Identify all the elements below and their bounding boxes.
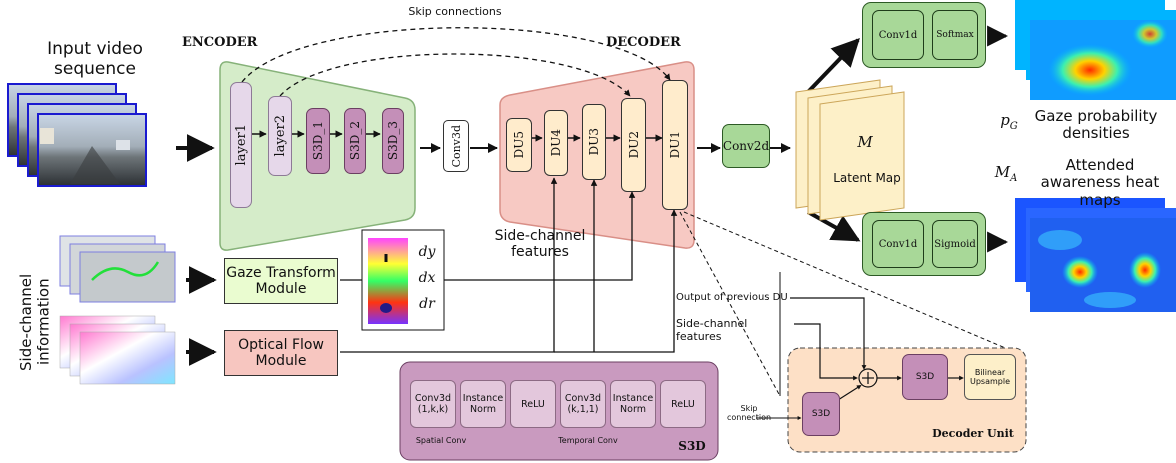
du3-label: DU3 <box>587 128 601 156</box>
side-channel-info-label: Side-channel information <box>17 273 53 371</box>
encoder-layer2: layer2 <box>268 96 292 176</box>
side-channel-features-small-label: Side-channel features <box>676 317 748 343</box>
latent-symbol: M <box>857 133 873 151</box>
conv3d-block: Conv3d <box>443 120 469 172</box>
decoder-title: DECODER <box>606 35 681 50</box>
conv2d-block: Conv2d <box>722 124 770 168</box>
awareness-head-conv1d: Conv1d <box>872 220 924 268</box>
gaze-side-channel-images <box>59 235 176 303</box>
s3d-conv3d-spatial: Conv3d (1,k,k) <box>410 380 456 428</box>
output-prev-du-label: Output of previous DU <box>676 292 788 303</box>
du5-label: DU5 <box>512 131 526 159</box>
du4-label: DU4 <box>549 129 563 157</box>
pg-symbol: pG <box>1000 111 1018 132</box>
decoder-du1: DU1 <box>662 80 688 210</box>
decoder-unit-title: Decoder Unit <box>932 427 1014 440</box>
side-channel-features-label: Side-channel features <box>494 228 586 261</box>
decoder-du4: DU4 <box>544 110 568 176</box>
decoder-du2: DU2 <box>621 98 646 192</box>
encoder-s3d-3-label: S3D_3 <box>386 121 400 161</box>
s3d-relu-1: ReLU <box>510 380 556 428</box>
encoder-s3d-2: S3D_2 <box>344 108 366 174</box>
decoder-du5: DU5 <box>506 118 532 172</box>
encoder-title: ENCODER <box>182 35 258 50</box>
skip-connection-small-label: Skip connection <box>726 404 772 423</box>
du1-label: DU1 <box>668 131 682 159</box>
decoder-du3: DU3 <box>582 104 606 180</box>
encoder-layer2-label: layer2 <box>272 115 288 157</box>
gaze-prob-label: Gaze probability densities <box>1034 107 1158 143</box>
s3d-panel-title: S3D <box>678 439 706 453</box>
decoder-unit-s3d-b: S3D <box>902 354 948 400</box>
gaze-head-softmax: Softmax <box>932 10 978 60</box>
s3d-conv3d-temporal: Conv3d (k,1,1) <box>560 380 606 428</box>
temporal-conv-label: Temporal Conv <box>558 436 618 445</box>
attended-awareness-heatmaps <box>1015 198 1176 312</box>
gaze-transform-module: Gaze Transform Module <box>224 258 338 304</box>
attended-awareness-label: Attended awareness heat maps <box>1040 156 1160 209</box>
optical-flow-module: Optical Flow Module <box>224 330 338 376</box>
input-video-frames <box>7 83 147 187</box>
encoder-s3d-1: S3D_1 <box>306 108 330 174</box>
s3d-instance-norm-1: Instance Norm <box>460 380 506 428</box>
ma-subscript: A <box>1010 173 1018 184</box>
dr-label: dr <box>419 296 435 312</box>
encoder-s3d-1-label: S3D_1 <box>311 121 325 161</box>
encoder-s3d-3: S3D_3 <box>382 108 404 174</box>
optical-flow-images <box>59 315 176 385</box>
decoder-unit-bilinear: Bilinear Upsample <box>964 354 1016 400</box>
latent-map-stack <box>795 79 905 221</box>
dx-label: dx <box>418 270 436 286</box>
pg-subscript: G <box>1009 121 1018 132</box>
awareness-head-sigmoid: Sigmoid <box>932 220 978 268</box>
s3d-instance-norm-2: Instance Norm <box>610 380 656 428</box>
ma-symbol: MA <box>994 163 1018 184</box>
conv3d-label: Conv3d <box>449 124 463 168</box>
spatial-conv-label: Spatial Conv <box>415 436 467 445</box>
skip-connections-label: Skip connections <box>408 5 502 18</box>
latent-map-label: Latent Map <box>833 171 901 185</box>
input-video-label: Input video sequence <box>47 39 143 79</box>
dy-label: dy <box>418 244 436 260</box>
encoder-s3d-2-label: S3D_2 <box>348 121 362 161</box>
du2-label: DU2 <box>626 131 641 159</box>
encoder-layer1-label: layer1 <box>233 124 249 166</box>
s3d-relu-2: ReLU <box>660 380 706 428</box>
gaze-head-conv1d: Conv1d <box>872 10 924 60</box>
decoder-unit-s3d-a: S3D <box>802 392 840 436</box>
encoder-layer1: layer1 <box>230 82 252 208</box>
gaze-probability-heatmaps <box>1015 0 1176 100</box>
